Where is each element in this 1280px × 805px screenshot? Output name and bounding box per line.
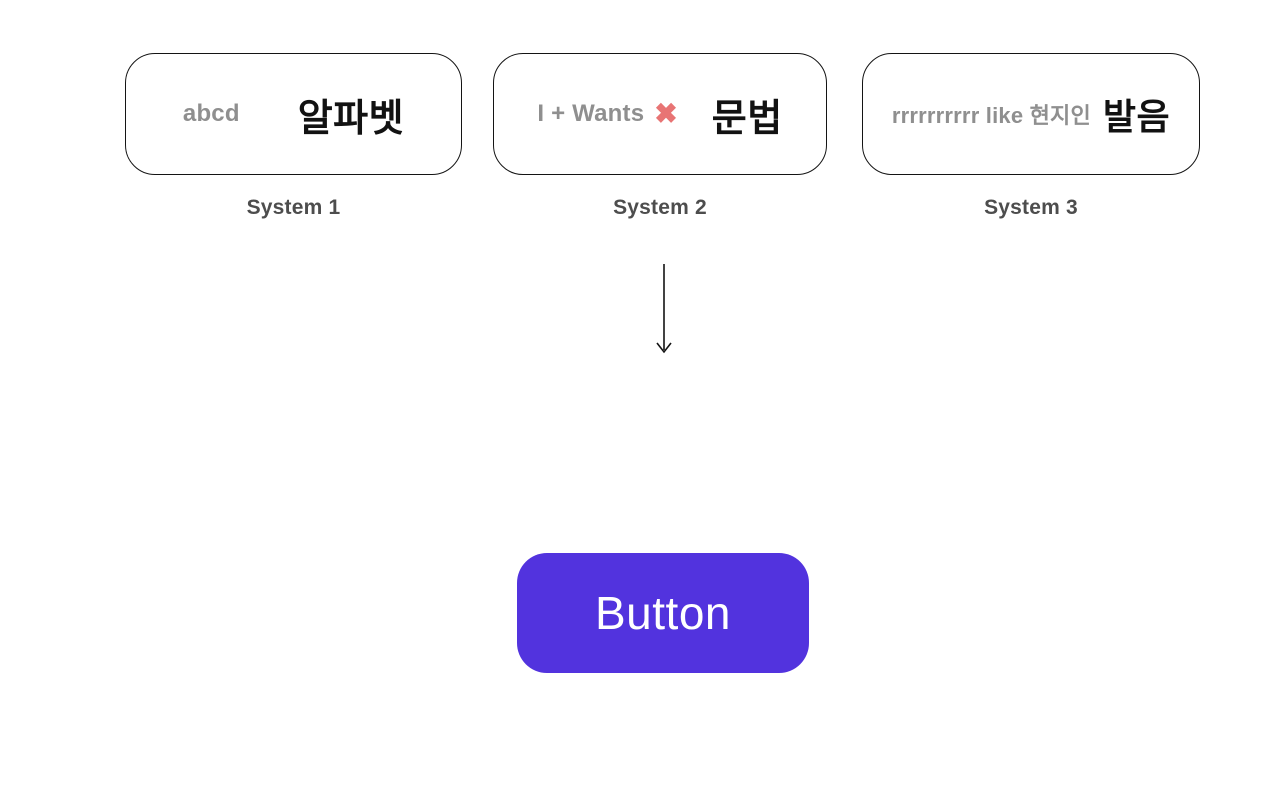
system-3-gray-text: rrrrrrrrrr like 현지인 — [891, 103, 1091, 128]
system-2-card: I + Wants ✖ 문법 — [493, 53, 827, 175]
system-2-card-content: I + Wants ✖ 문법 — [537, 87, 782, 142]
system-1-group: abcd 알파벳 System 1 — [125, 53, 462, 220]
primary-button[interactable]: Button — [517, 553, 809, 673]
system-3-black-text: 발음 — [1102, 96, 1171, 137]
down-arrow-icon — [656, 264, 672, 354]
system-1-black-text: 알파벳 — [297, 97, 405, 140]
system-3-group: rrrrrrrrrr like 현지인 발음 System 3 — [862, 53, 1200, 220]
system-1-gray-text: abcd — [182, 100, 240, 127]
x-mark-icon: ✖ — [654, 98, 678, 129]
system-2-black-text: 문법 — [711, 97, 783, 140]
system-1-card: abcd 알파벳 — [125, 53, 462, 175]
system-2-group: I + Wants ✖ 문법 System 2 — [493, 53, 827, 220]
system-2-label: System 2 — [613, 196, 707, 219]
system-3-card-content: rrrrrrrrrr like 현지인 발음 — [892, 88, 1170, 140]
system-2-gray-text: I + Wants — [537, 100, 645, 127]
system-3-card: rrrrrrrrrr like 현지인 발음 — [862, 53, 1200, 175]
system-1-card-content: abcd 알파벳 — [183, 87, 404, 142]
system-3-label: System 3 — [984, 196, 1078, 219]
system-1-label: System 1 — [246, 196, 341, 219]
